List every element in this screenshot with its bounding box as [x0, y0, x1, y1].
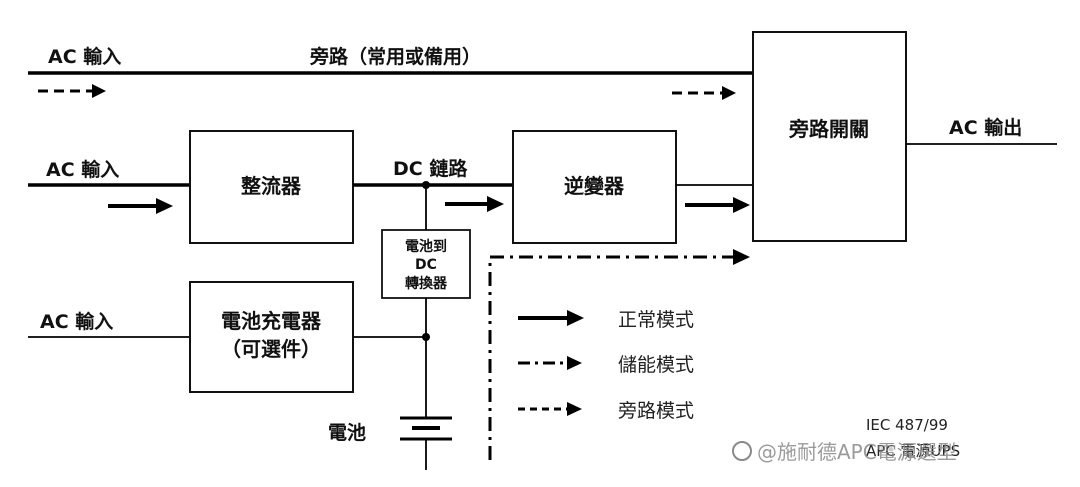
- legend-bypass-arrowhead: [567, 402, 582, 416]
- label-ac-input-bottom: AC 輸入: [40, 310, 113, 333]
- charger-box: [189, 281, 354, 393]
- legend: [518, 310, 584, 416]
- legend-storage-label: 儲能模式: [618, 354, 694, 376]
- charger-label-line2: （可選件）: [221, 337, 321, 361]
- bypass-switch-label: 旁路開關: [788, 117, 869, 141]
- label-ac-output: AC 輸出: [949, 116, 1022, 139]
- inverter-box: [512, 130, 677, 244]
- b2dc-label-line1: 電池到: [405, 238, 447, 255]
- rectifier-box: [189, 130, 354, 244]
- legend-storage-arrowhead: [567, 356, 582, 370]
- watermark-text: @施耐德APC電源選型: [757, 440, 957, 464]
- battery-symbol: [400, 416, 452, 470]
- storage-arrowhead: [733, 249, 750, 265]
- label-ac-input-mid: AC 輸入: [46, 158, 119, 181]
- label-bypass-title: 旁路（常用或備用）: [309, 45, 481, 68]
- label-dc-link: DC 鏈路: [393, 157, 468, 180]
- label-ac-input-top: AC 輸入: [48, 45, 121, 68]
- label-battery: 電池: [328, 421, 366, 444]
- normal-arrowhead-out: [733, 197, 750, 213]
- inverter-label: 逆變器: [564, 174, 625, 198]
- b2dc-label-line2: DC: [415, 257, 437, 273]
- legend-bypass-label: 旁路模式: [618, 400, 694, 422]
- normal-arrowhead-in: [156, 198, 173, 214]
- legend-normal-arrowhead: [567, 310, 584, 326]
- rectifier-label: 整流器: [240, 174, 302, 198]
- footnote-line2: APC 電源UPS: [866, 442, 960, 460]
- b2dc-label-line3: 轉換器: [405, 275, 448, 292]
- charger-label-line1: 電池充電器: [221, 309, 322, 333]
- normal-arrowhead-dc: [487, 196, 504, 212]
- bypass-switch-box: [752, 31, 907, 242]
- bypass-arrowhead-left: [92, 84, 106, 98]
- footnote-line1: IEC 487/99: [866, 416, 948, 434]
- watermark: @施耐德APC電源選型: [732, 440, 957, 464]
- legend-normal-label: 正常模式: [618, 309, 694, 331]
- bypass-arrowhead-right: [722, 86, 736, 100]
- watermark-icon: [732, 441, 752, 461]
